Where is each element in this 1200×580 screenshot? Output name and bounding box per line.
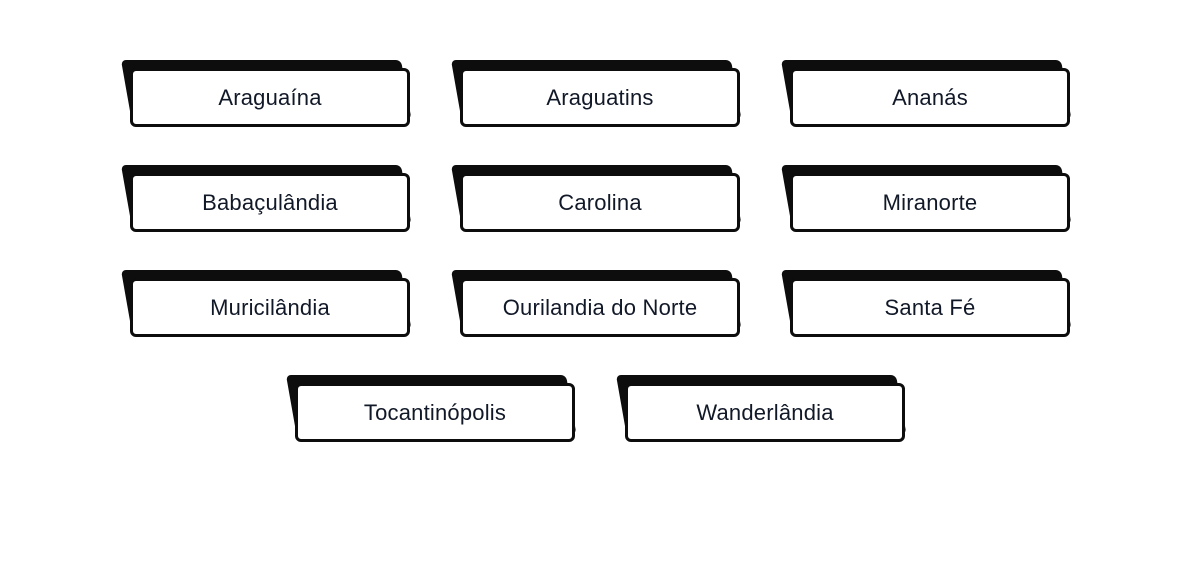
city-button-tocantinopolis[interactable]: Tocantinópolis — [295, 383, 575, 442]
city-button-muricilandia[interactable]: Muricilândia — [130, 278, 410, 337]
city-button-babaculandia[interactable]: Babaçulândia — [130, 173, 410, 232]
city-button-label: Araguaína — [218, 84, 322, 110]
city-button-label: Wanderlândia — [696, 399, 834, 425]
city-button-label: Santa Fé — [884, 294, 976, 320]
city-button-label: Ourilandia do Norte — [502, 294, 698, 320]
city-button-grid: Araguaína Araguatins Ananás Babaçulândia… — [130, 68, 1070, 442]
city-button-ourilandia-do-norte[interactable]: Ourilandia do Norte — [460, 278, 740, 337]
city-button-araguatins[interactable]: Araguatins — [460, 68, 740, 127]
city-button-ananas[interactable]: Ananás — [790, 68, 1070, 127]
city-button-label: Babaçulândia — [202, 189, 338, 215]
city-button-label: Ananás — [892, 84, 968, 110]
city-button-label: Carolina — [558, 189, 642, 215]
city-button-wanderlandia[interactable]: Wanderlândia — [625, 383, 905, 442]
city-button-label: Tocantinópolis — [363, 399, 507, 425]
city-button-label: Araguatins — [546, 84, 654, 110]
city-button-araguaina[interactable]: Araguaína — [130, 68, 410, 127]
city-button-carolina[interactable]: Carolina — [460, 173, 740, 232]
city-button-label: Miranorte — [882, 189, 978, 215]
city-button-santa-fe[interactable]: Santa Fé — [790, 278, 1070, 337]
city-button-label: Muricilândia — [210, 294, 330, 320]
city-button-miranorte[interactable]: Miranorte — [790, 173, 1070, 232]
